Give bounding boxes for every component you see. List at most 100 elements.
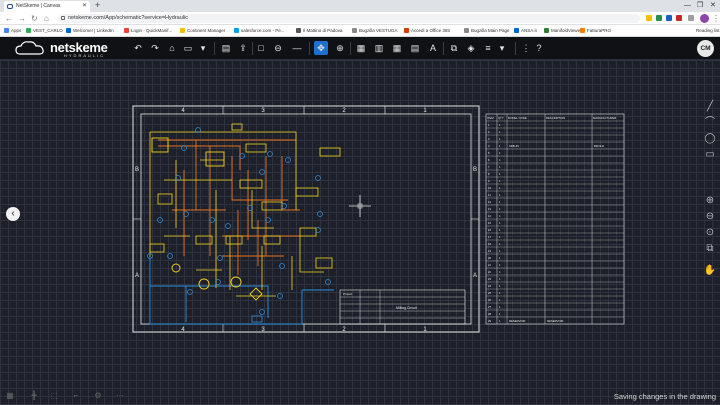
browser-tab[interactable]: NetSkeme | Canvas ✕ [4,1,90,12]
rectangle-icon[interactable]: □ [258,43,264,53]
bom-item-number: 14 [488,214,492,218]
reload-icon[interactable]: ↻ [31,14,38,23]
export-icon[interactable]: ⇪ [239,43,247,53]
close-tab-icon[interactable]: ✕ [81,3,87,9]
bom-qty: 1 [499,228,501,232]
list-icon[interactable]: ▤ [410,43,420,53]
extension-icon[interactable] [666,15,672,21]
pan-hand-icon[interactable]: ✋ [703,265,717,276]
bookmark-link[interactable]: Login - QuickManif... [124,25,172,37]
bookmark-link[interactable]: salesforce.com - Pe... [234,25,285,37]
bookmark-favicon-icon [296,28,301,33]
snap-icon[interactable]: ╋ [31,391,37,400]
zoom-window-icon[interactable]: ⧉ [706,243,714,254]
grid-icon[interactable]: ▦ [356,43,366,53]
zoom-in-icon[interactable]: ⊕ [705,195,715,206]
maximize-icon[interactable]: ❐ [697,2,704,9]
circle-icon[interactable]: ◯ [704,133,716,144]
redo-icon[interactable]: ↷ [151,43,159,53]
reading-list-link[interactable]: Reading list [696,28,720,33]
url-text: netskeme.com/App/schematic?service=Hydra… [68,15,188,21]
frame-row-label: A [135,273,139,279]
help-icon[interactable]: ? [536,43,542,53]
bom-item-number: 6 [488,158,490,162]
bom-qty: 1 [499,151,501,155]
bookmark-link[interactable]: FatturaPRO [580,25,611,37]
dropdown-icon[interactable]: ▾ [200,43,206,53]
bookmark-link[interactable]: Accedi a Office 365 [404,25,450,37]
bom-qty: 1 [499,291,501,295]
minimize-icon[interactable]: — [684,2,691,9]
bom-item-number: 24 [488,284,492,288]
zoom-out-icon[interactable]: ⊖ [705,211,715,222]
new-tab-button[interactable]: + [95,0,101,10]
fill-icon[interactable]: ◈ [467,43,475,53]
bom-header: ITEM [487,116,494,120]
draw-line-icon[interactable]: ╱ [706,101,714,112]
bookmark-link[interactable]: Il Mattino di Padova [296,25,343,37]
extensions-puzzle-icon[interactable] [688,15,694,21]
bookmark-link[interactable]: ANSA.it [514,25,537,37]
forward-arrow-icon[interactable]: → [18,14,26,23]
bom-qty: 1 [499,235,501,239]
select-pointer-icon[interactable]: ✥ [314,41,328,55]
layers-icon[interactable]: ⬚ [50,391,58,400]
align-icon[interactable]: ≡ [485,43,491,53]
user-avatar[interactable]: CM [697,40,714,57]
close-window-icon[interactable]: ✕ [710,2,716,9]
undo-icon[interactable]: ↶ [134,43,142,53]
bom-item-number: 25 [488,291,492,295]
bom-qty: 1 [499,130,501,134]
extension-icon[interactable] [646,15,652,21]
collapse-panel-chevron-left-icon[interactable]: ‹ [6,207,20,221]
table-icon[interactable]: ▦ [392,43,402,53]
extension-icon[interactable] [676,15,682,21]
components-icon[interactable]: ⧉ [450,43,458,53]
text-icon[interactable]: A [429,43,436,53]
bookmark-link[interactable]: Welcome! | LinkedIn [66,25,114,37]
bom-item-number: 19 [488,249,492,253]
browser-profile-avatar[interactable] [700,14,709,23]
back-arrow-icon[interactable]: ← [5,14,13,23]
bookmark-favicon-icon [404,28,409,33]
folder-icon[interactable]: ▭ [183,43,193,53]
home-icon[interactable]: ⌂ [44,14,49,23]
logo-wordmark: netskeme [50,40,108,55]
bom-item-number: 8 [488,172,490,176]
bookmark-link[interactable]: Continent Manager [180,25,225,37]
home-view-icon[interactable]: ⌂ [169,43,175,53]
title-block-project-label: Project [343,292,353,296]
settings-icon[interactable]: ⚙ [94,391,102,400]
browser-menu-icon[interactable]: ⋮ [712,14,720,23]
dropdown-icon[interactable]: ▾ [499,43,505,53]
bom-item-number: 5 [488,151,490,155]
bookmark-link[interactable]: Bugzilla Main Page [464,25,510,37]
bom-qty: 1 [499,256,501,260]
frame-column-label: 4 [181,108,185,114]
bookmark-link[interactable]: Bugzilla VESTUGA [352,25,398,37]
grid-toggle-icon[interactable]: ▦ [6,391,14,400]
line-icon[interactable]: — [292,43,302,53]
zoom-fit-icon[interactable]: ⊙ [705,227,715,238]
connector-icon[interactable]: ⊖ [274,43,282,53]
bom-header: DESCRIPTION [546,116,565,120]
save-icon[interactable]: ▤ [221,43,231,53]
bom-qty: 1 [499,305,501,309]
bookmark-link[interactable]: Apps [4,25,21,37]
url-input[interactable]: netskeme.com/App/schematic?service=Hydra… [58,14,640,23]
more-icon[interactable]: ⋮ [521,43,531,53]
bom-qty: 1 [499,123,501,127]
netskeme-logo[interactable]: netskeme HYDRAULIC [14,40,114,58]
extension-icon[interactable] [656,15,662,21]
zoom-in-icon[interactable]: ⊕ [336,43,344,53]
layers-icon[interactable]: ▥ [374,43,384,53]
bookmark-link[interactable]: VEST_CARLO [26,25,63,37]
more-icon[interactable]: ⋯ [116,391,124,400]
curve-icon[interactable]: ⌒ [705,117,715,128]
ortho-icon[interactable]: ⌐ [73,391,79,400]
rectangle-tool-icon[interactable]: ▭ [705,149,715,160]
bookmark-link[interactable]: ManifoldViewer [544,25,582,37]
